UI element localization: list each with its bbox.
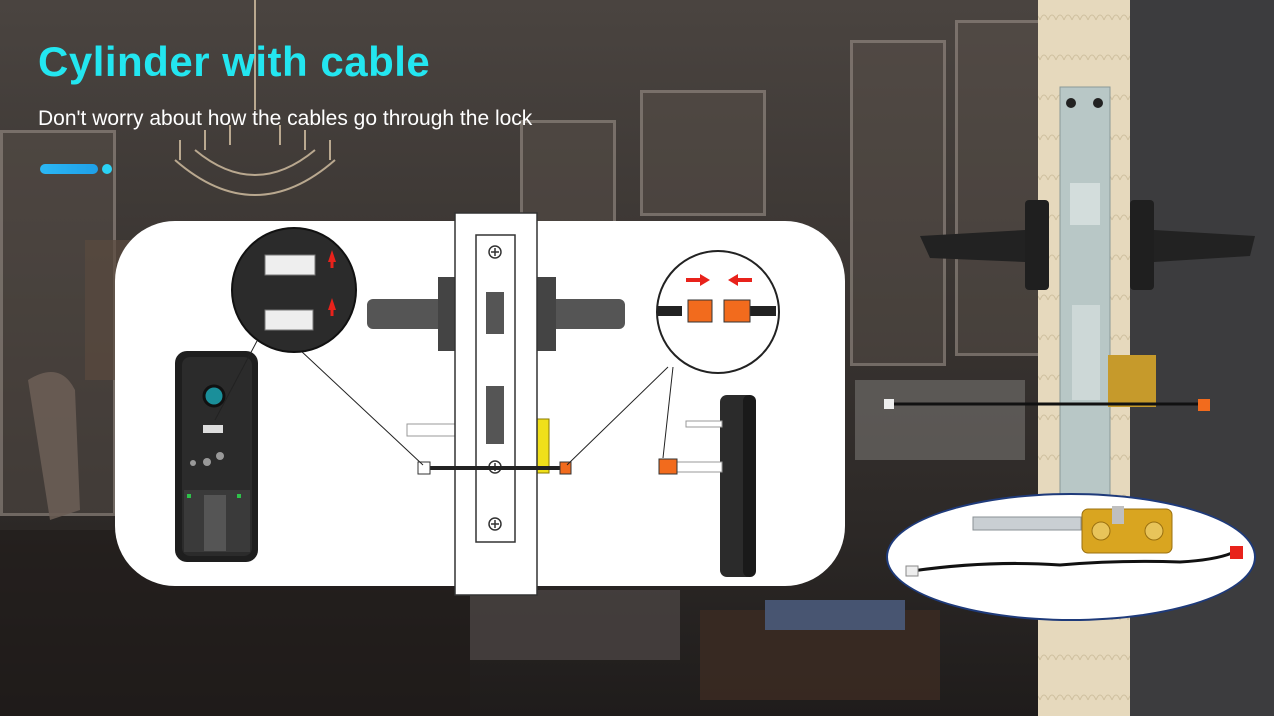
title-accent-dot bbox=[102, 164, 112, 174]
zoom-detail-right bbox=[656, 250, 780, 374]
handle-left-photo bbox=[920, 230, 1025, 262]
orange-socket-icon bbox=[723, 299, 751, 323]
wall-panel bbox=[640, 90, 766, 216]
orange-connector-icon bbox=[658, 458, 678, 475]
socket-connector bbox=[264, 254, 316, 276]
title-accent-bar bbox=[40, 164, 98, 174]
chandelier-icon bbox=[174, 0, 336, 196]
cylinder-inset bbox=[886, 493, 1256, 621]
orange-plug-icon bbox=[687, 299, 713, 323]
back-lock-panel bbox=[658, 395, 756, 577]
slide-subtitle: Don't worry about how the cables go thro… bbox=[38, 107, 533, 130]
slide-title: Cylinder with cable bbox=[38, 38, 431, 85]
plug-connector bbox=[264, 309, 314, 331]
latch-yellow bbox=[536, 418, 550, 474]
handle-right-photo bbox=[1154, 230, 1255, 262]
mortise-slot-bottom bbox=[486, 386, 504, 444]
zoom-detail-left bbox=[231, 227, 357, 353]
rose-left-photo bbox=[1025, 200, 1049, 290]
latch-bolt-left bbox=[406, 423, 458, 437]
keyhole-icon bbox=[202, 384, 226, 408]
mortise-slot-top bbox=[486, 292, 504, 334]
white-connector-icon bbox=[417, 461, 431, 475]
rose-right-photo bbox=[1130, 200, 1154, 290]
brass-latch-photo bbox=[1108, 355, 1156, 407]
handle-rose-right bbox=[537, 277, 556, 351]
front-lock-panel bbox=[175, 351, 258, 562]
arrow-left-icon bbox=[728, 274, 738, 286]
orange-connector-icon bbox=[559, 461, 572, 475]
mortise-plate-photo bbox=[1059, 86, 1111, 498]
wall-panel bbox=[850, 40, 946, 366]
arrow-right-icon bbox=[700, 274, 710, 286]
